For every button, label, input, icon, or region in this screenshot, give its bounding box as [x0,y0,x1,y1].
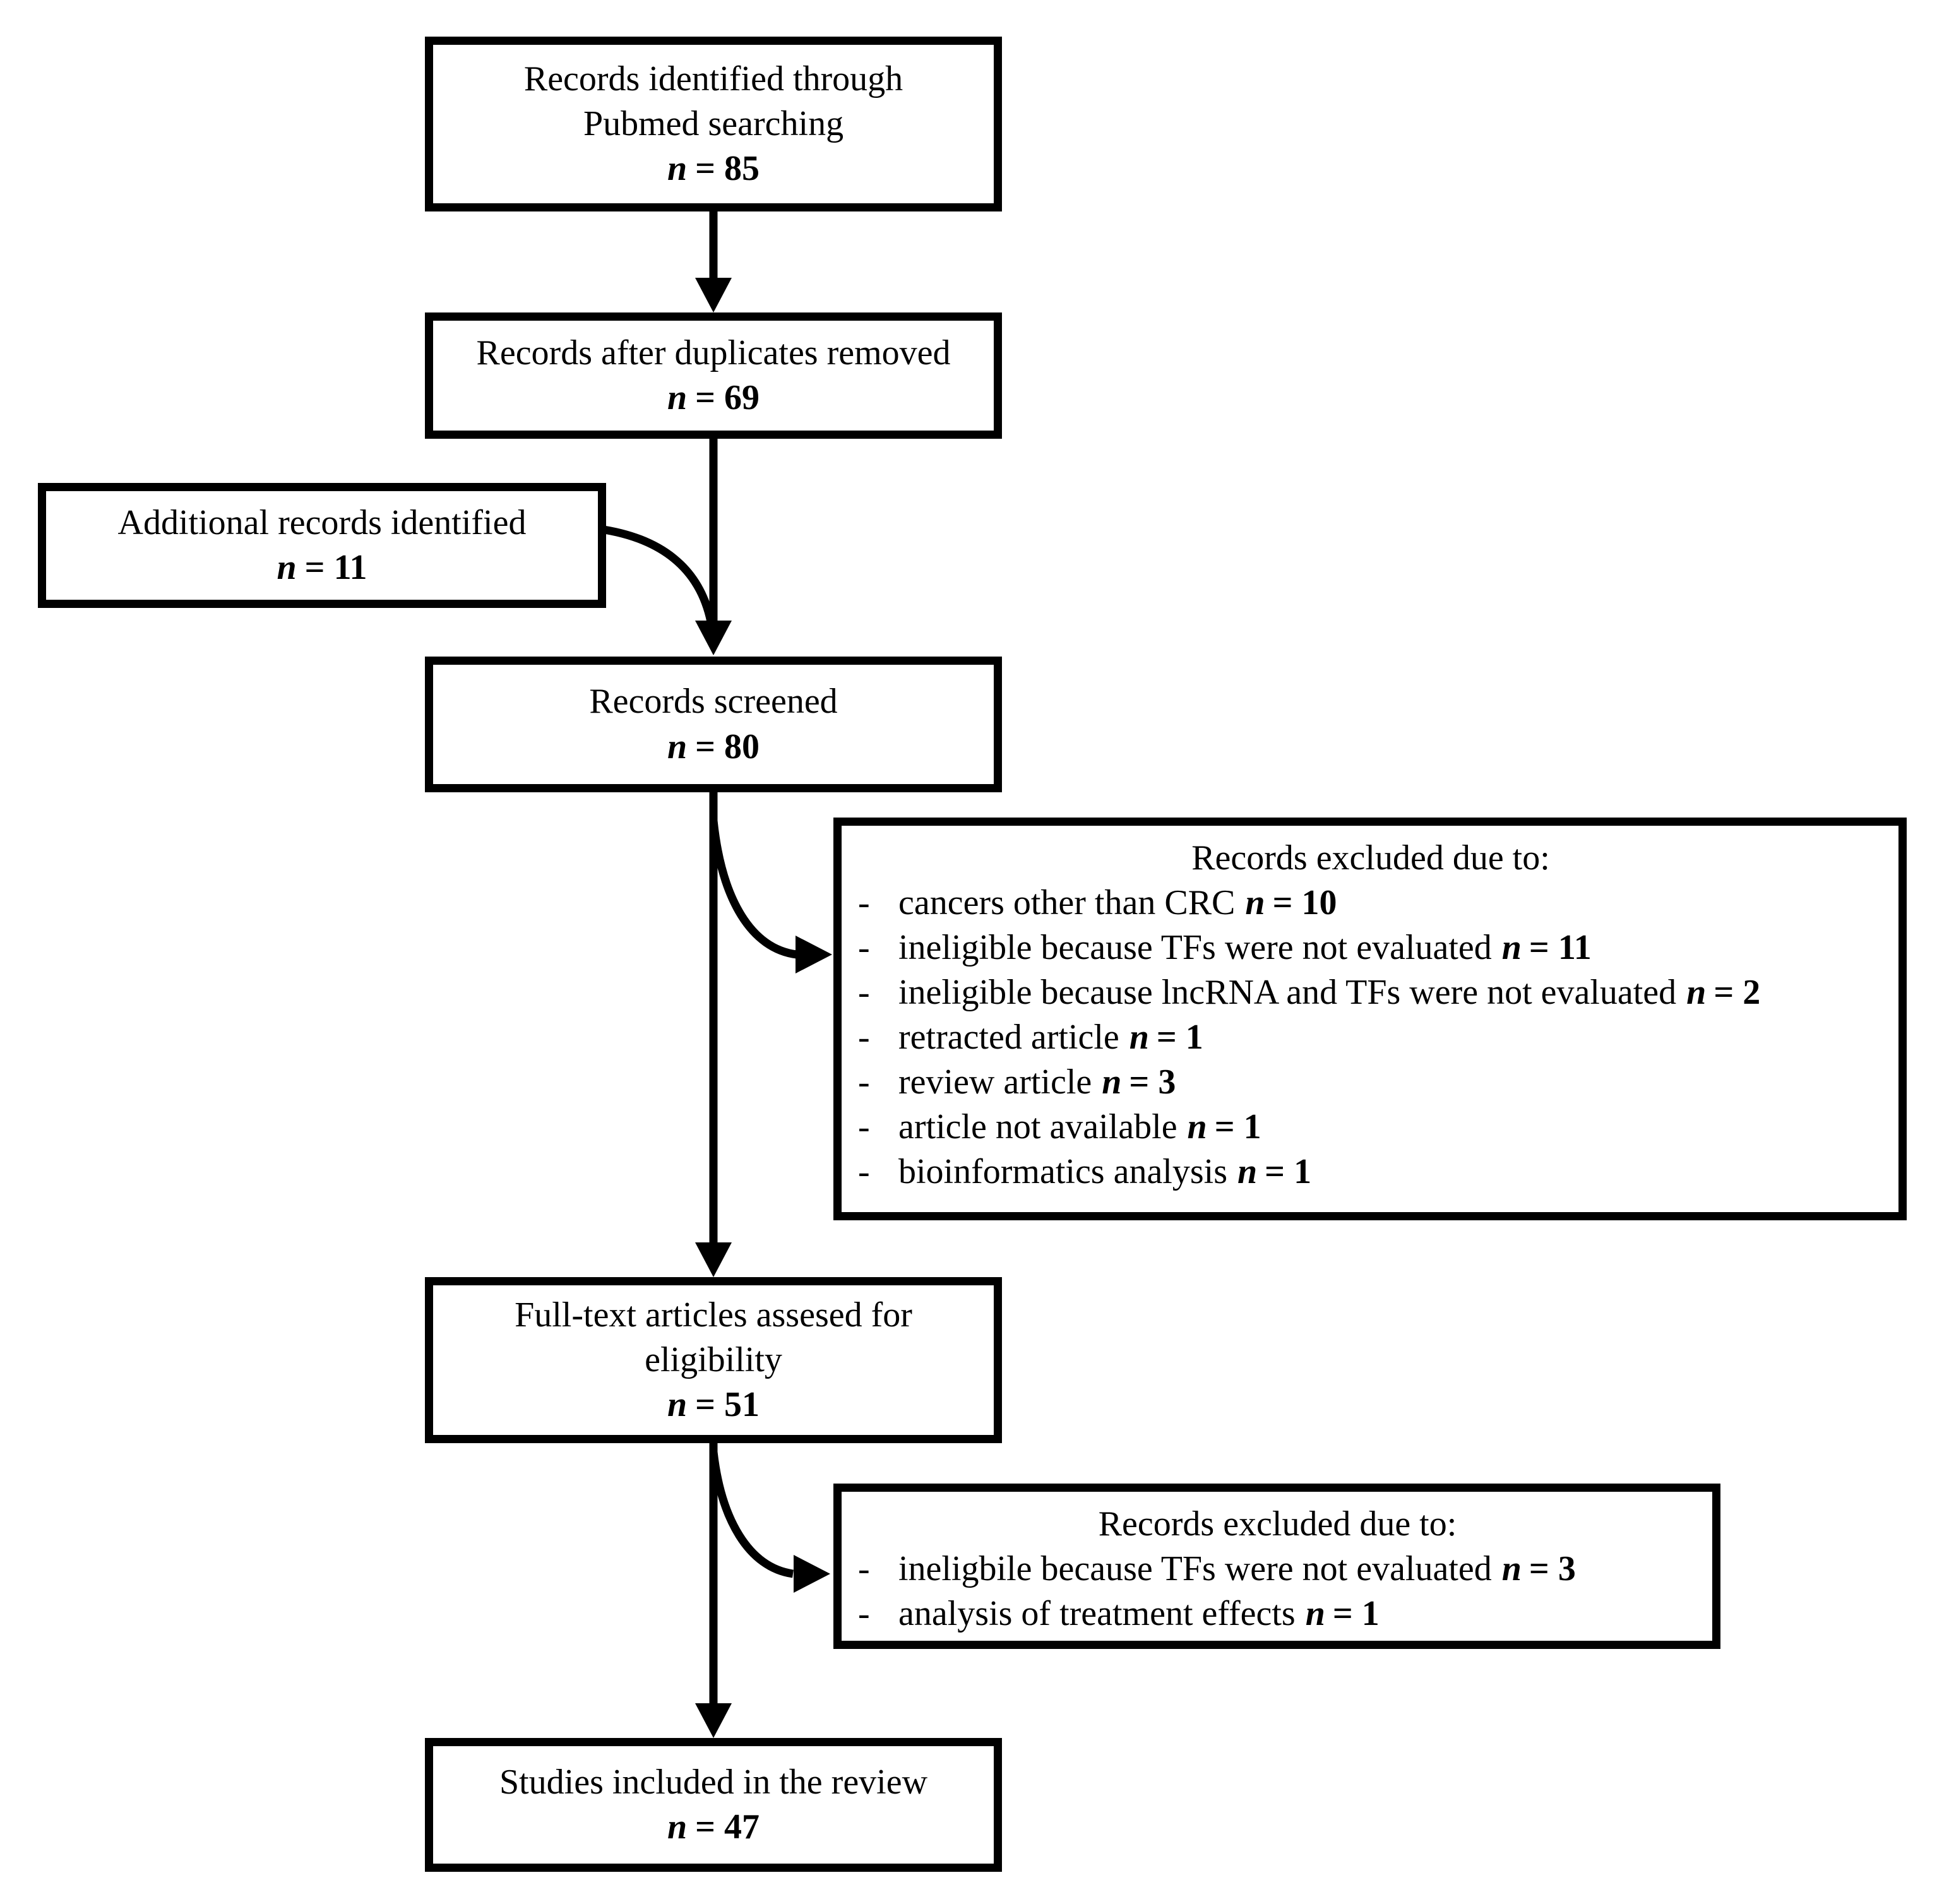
box-text: Pubmed searching [583,104,844,143]
arrowhead-fulltext [695,1242,732,1277]
exclusion-title: Records excluded due to: [1098,1504,1457,1544]
box-text: Records after duplicates removed [476,333,951,372]
dash-bullet: - [858,1062,870,1102]
n-symbol: n [667,149,688,189]
box-count: n= 80 [667,725,760,770]
box-duplicates-removed: Records after duplicates removed n= 69 [425,312,1002,439]
n-symbol: n [1305,1594,1325,1633]
exclusion-text: analysis of treatment effects [898,1594,1296,1633]
exclusion-item: -ineligible because lncRNA and TFs were … [858,970,1883,1015]
box-text: Records identified through [523,59,903,98]
n-value: = 11 [304,548,367,587]
exclusion-item: -retracted article n= 1 [858,1015,1883,1060]
box-excluded-eligibility: Records excluded due to: -ineligbile bec… [833,1484,1720,1649]
box-studies-included: Studies included in the review n= 47 [425,1738,1002,1872]
exclusion-item: -ineligible because TFs were not evaluat… [858,925,1883,970]
box-text: eligibility [645,1340,782,1379]
arrowhead-exclusion-screening [796,936,832,973]
n-symbol: n [1102,1062,1122,1102]
n-value: = 11 [1529,928,1592,967]
exclusion-title: Records excluded due to: [1191,838,1550,878]
arrow-branch-exclusion-screening [709,820,797,959]
dash-bullet: - [858,883,870,922]
box-text: Full-text articles assesed for [515,1295,912,1335]
n-value: = 1 [1332,1594,1380,1633]
dash-bullet: - [858,973,870,1012]
n-symbol: n [1245,883,1265,922]
arrowhead-included [695,1703,732,1738]
n-symbol: n [667,727,688,766]
exclusion-text: article not available [898,1107,1177,1146]
box-additional-records: Additional records identified n= 11 [38,483,606,608]
n-symbol: n [1686,973,1707,1012]
n-value: = 47 [695,1807,760,1847]
dash-bullet: - [858,928,870,967]
box-excluded-screening: Records excluded due to: -cancers other … [833,818,1907,1220]
dash-bullet: - [858,1152,870,1191]
n-symbol: n [1501,1549,1522,1588]
box-count: n= 51 [667,1383,760,1427]
box-text: Records screened [589,682,838,722]
exclusion-text: ineligible because TFs were not evaluate… [898,928,1492,967]
n-symbol: n [1187,1107,1207,1146]
exclusion-text: cancers other than CRC [898,883,1236,922]
box-count: n= 85 [667,146,760,191]
exclusion-text: retracted article [898,1018,1119,1057]
n-value: = 1 [1156,1018,1203,1057]
arrowhead-exclusion-eligibility [794,1555,830,1593]
n-value: = 3 [1529,1549,1576,1588]
exclusion-item: -article not available n= 1 [858,1105,1883,1150]
n-value: = 10 [1272,883,1337,922]
box-text: Studies included in the review [499,1762,928,1802]
box-records-identified: Records identified through Pubmed search… [425,37,1002,211]
box-text: Additional records identified [117,503,527,542]
arrowhead-screened [695,621,732,655]
n-value: = 3 [1129,1062,1176,1102]
box-count: n= 47 [667,1805,760,1850]
n-symbol: n [667,1385,688,1425]
exclusion-text: ineligbile because TFs were not evaluate… [898,1549,1492,1588]
n-value: = 69 [695,378,760,417]
box-fulltext-assessed: Full-text articles assesed for eligibili… [425,1277,1002,1443]
n-value: = 80 [695,727,760,766]
n-symbol: n [277,548,297,587]
dash-bullet: - [858,1549,870,1588]
arrow-branch-exclusion-eligibility [709,1451,794,1578]
n-value: = 85 [695,149,760,189]
dash-bullet: - [858,1018,870,1057]
n-symbol: n [1501,928,1522,967]
exclusion-text: ineligible because lncRNA and TFs were n… [898,973,1677,1012]
n-value: = 2 [1714,973,1761,1012]
arrowhead-deduplicated [695,278,732,312]
box-count: n= 11 [277,545,367,590]
exclusion-text: review article [898,1062,1092,1102]
n-value: = 1 [1214,1107,1261,1146]
exclusion-item: -ineligbile because TFs were not evaluat… [858,1547,1697,1592]
n-value: = 1 [1265,1152,1312,1191]
dash-bullet: - [858,1594,870,1633]
n-symbol: n [1237,1152,1258,1191]
arrow-additional-merge [599,525,715,623]
box-records-screened: Records screened n= 80 [425,657,1002,792]
dash-bullet: - [858,1107,870,1146]
n-value: = 51 [695,1385,760,1425]
n-symbol: n [667,1807,688,1847]
n-symbol: n [667,378,688,417]
n-symbol: n [1129,1018,1149,1057]
box-count: n= 69 [667,376,760,420]
exclusion-text: bioinformatics analysis [898,1152,1228,1191]
